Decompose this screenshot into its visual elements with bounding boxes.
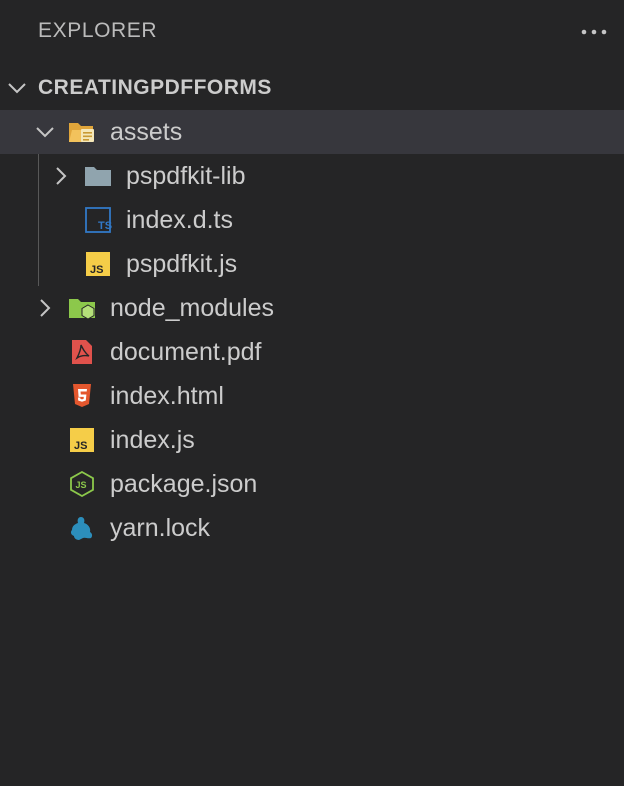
chevron-right-icon[interactable] xyxy=(34,297,56,319)
tree-item-pspdfkit-lib[interactable]: pspdfkit-lib xyxy=(0,154,624,198)
more-actions-button[interactable] xyxy=(578,18,610,46)
folder-icon xyxy=(85,167,111,186)
tree-item-label: node_modules xyxy=(110,294,275,322)
svg-text:JS: JS xyxy=(74,440,87,452)
javascript-file-icon: JS xyxy=(86,252,110,276)
tree-item-index-d-ts[interactable]: TS index.d.ts xyxy=(0,198,624,242)
pdf-file-icon xyxy=(72,340,92,364)
tree-item-label: assets xyxy=(110,118,183,146)
workspace-root-folder[interactable]: CREATINGPDFFORMS xyxy=(0,66,624,110)
explorer-header: EXPLORER xyxy=(0,0,624,64)
node-folder-icon xyxy=(69,299,95,320)
folder-opened-icon xyxy=(69,123,94,142)
tree-item-label: pspdfkit.js xyxy=(126,250,238,278)
svg-text:TS: TS xyxy=(98,220,112,232)
tree-item-label: yarn.lock xyxy=(110,514,211,542)
indent-guide xyxy=(38,154,39,286)
tree-item-document-pdf[interactable]: document.pdf xyxy=(0,330,624,374)
typescript-file-icon: TS xyxy=(85,207,112,233)
workspace-root-label: CREATINGPDFFORMS xyxy=(38,76,272,99)
html5-file-icon xyxy=(73,384,91,407)
chevron-right-icon[interactable] xyxy=(50,165,72,187)
tree-item-node-modules[interactable]: node_modules xyxy=(0,286,624,330)
tree-item-label: pspdfkit-lib xyxy=(126,162,246,190)
explorer-title: EXPLORER xyxy=(38,19,158,42)
javascript-file-icon: JS xyxy=(70,428,94,452)
svg-text:JS: JS xyxy=(90,264,103,276)
tree-item-label: index.js xyxy=(110,426,195,454)
tree-item-package-json[interactable]: JS package.json xyxy=(0,462,624,506)
ellipsis-icon xyxy=(581,29,607,35)
chevron-down-icon[interactable] xyxy=(34,121,56,143)
svg-text:JS: JS xyxy=(76,480,87,490)
tree-item-assets[interactable]: assets xyxy=(0,110,624,154)
tree-item-label: index.html xyxy=(110,382,224,410)
chevron-down-icon[interactable] xyxy=(6,77,28,99)
tree-item-index-js[interactable]: JS index.js xyxy=(0,418,624,462)
tree-item-label: document.pdf xyxy=(110,338,262,366)
tree-item-yarn-lock[interactable]: yarn.lock xyxy=(0,506,624,550)
nodejs-file-icon: JS xyxy=(70,471,94,497)
yarn-file-icon xyxy=(70,517,93,540)
tree-item-label: package.json xyxy=(110,470,258,498)
tree-item-pspdfkit-js[interactable]: JS pspdfkit.js xyxy=(0,242,624,286)
tree-item-index-html[interactable]: index.html xyxy=(0,374,624,418)
tree-item-label: index.d.ts xyxy=(126,206,234,234)
